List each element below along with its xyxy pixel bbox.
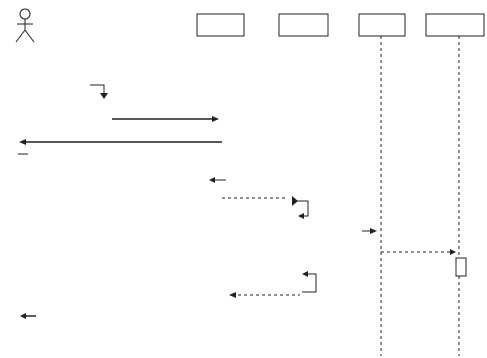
lifeline-head-1 <box>196 13 245 37</box>
message-6 <box>362 228 377 234</box>
message-7 <box>381 249 467 277</box>
lifeline-head-3 <box>358 13 406 37</box>
lifeline-head-4 <box>425 13 485 37</box>
lifeline-head-2 <box>278 13 329 37</box>
actor-stick-figure-icon <box>15 8 35 43</box>
message-11 <box>20 313 36 319</box>
message-3 <box>18 139 222 155</box>
activation-bar <box>455 257 467 277</box>
message-10 <box>229 292 300 298</box>
message-4 <box>209 177 226 183</box>
message-5 <box>222 196 309 219</box>
message-2 <box>112 116 219 122</box>
message-9 <box>302 271 317 293</box>
message-1 <box>90 84 108 99</box>
